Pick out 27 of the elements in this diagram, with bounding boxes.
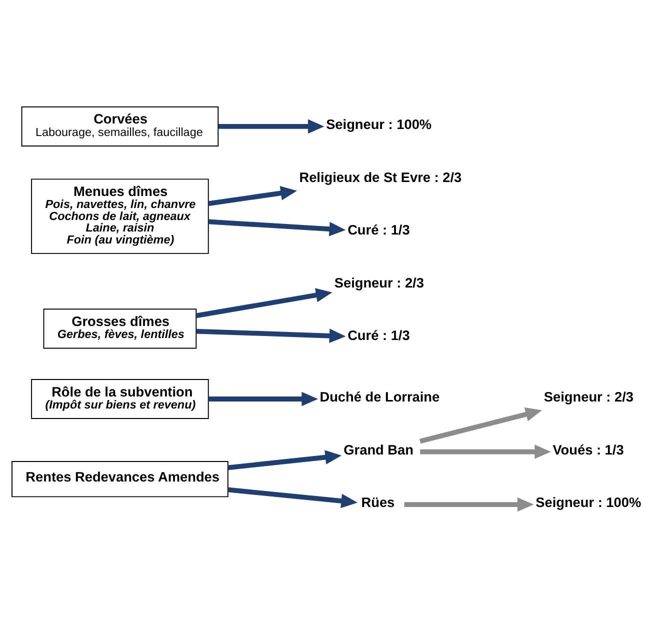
arrow <box>196 328 346 342</box>
node-text: Curé : 1/3 <box>348 222 410 238</box>
node-text: Grand Ban <box>344 442 414 457</box>
node-text: Seigneur : 100% <box>536 494 642 510</box>
node-box: Rentes Redevances Amendes <box>12 460 228 497</box>
arrow <box>208 218 346 236</box>
node-text: Seigneur : 2/3 <box>334 274 424 290</box>
arrow <box>196 288 332 318</box>
arrow <box>404 496 534 512</box>
arrow <box>208 391 318 406</box>
node-text: Voués : 1/3 <box>552 442 624 457</box>
arrow <box>228 450 342 470</box>
arrow <box>218 118 324 134</box>
node-box: Grosses dîmes Gerbes, fèves, lentilles <box>43 308 197 348</box>
node-text: Duché de Lorraine <box>320 389 440 404</box>
node-text: Curé : 1/3 <box>348 328 410 343</box>
node-text: Rües <box>361 494 395 510</box>
node-text: Seigneur : 100% <box>326 116 432 132</box>
node-text: Religieux de St Evre : 2/3 <box>299 169 462 184</box>
node-box: Corvées Labourage, semailles, faucillage <box>21 106 219 146</box>
node-box: Menues dîmes Pois, navettes, lin, chanvre Cochons de lait, agneaux Laine, raisin Foin (au vingtième) <box>31 178 209 254</box>
arrow <box>420 406 542 444</box>
arrow <box>208 186 298 206</box>
node-text: Seigneur : 2/3 <box>544 389 634 404</box>
arrow <box>228 486 358 508</box>
node-box: Rôle de la subvention (Impôt sur biens et revenu) <box>31 378 209 419</box>
arrow <box>420 444 551 458</box>
